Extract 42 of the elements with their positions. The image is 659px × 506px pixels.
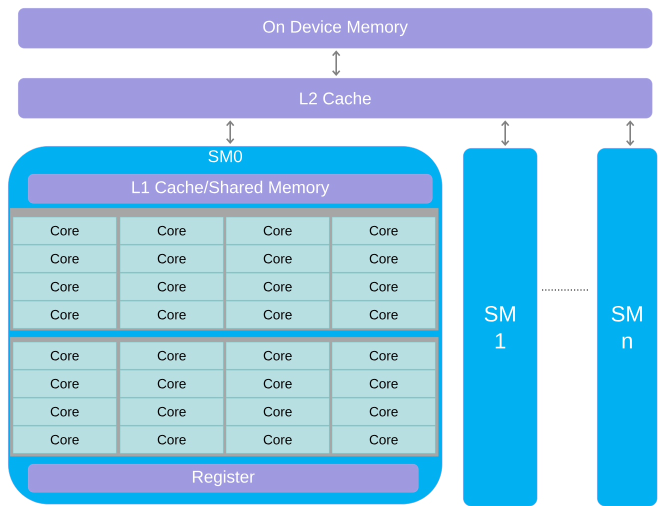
arrow bbox=[626, 120, 634, 146]
core-cell: Core bbox=[332, 342, 436, 370]
core-cell: Core bbox=[13, 398, 116, 426]
core-cell: Core bbox=[13, 273, 116, 300]
core-cell: Core bbox=[226, 342, 330, 370]
memory-bar: On Device Memory bbox=[18, 8, 652, 48]
core-cell: Core bbox=[120, 426, 224, 454]
core-cell: Core bbox=[120, 342, 224, 370]
core-cell: Core bbox=[13, 342, 116, 370]
sm-block: SM 1 bbox=[463, 148, 538, 506]
arrow bbox=[332, 50, 340, 76]
core-cell: Core bbox=[226, 245, 330, 272]
memory-bar: L1 Cache/Shared Memory bbox=[28, 174, 432, 204]
sm-block: SM n bbox=[597, 148, 658, 506]
core-cell: Core bbox=[120, 370, 224, 398]
core-cell: Core bbox=[332, 370, 436, 398]
core-cell: Core bbox=[226, 273, 330, 300]
arrow bbox=[226, 120, 234, 144]
core-cell: Core bbox=[13, 426, 116, 454]
core-cell: Core bbox=[226, 426, 330, 454]
memory-bar: L2 Cache bbox=[18, 78, 652, 118]
core-cell: Core bbox=[332, 301, 436, 328]
core-cell: Core bbox=[332, 398, 436, 426]
core-cell: Core bbox=[226, 217, 330, 244]
core-cell: Core bbox=[120, 301, 224, 328]
core-cell: Core bbox=[226, 370, 330, 398]
core-cell: Core bbox=[13, 301, 116, 328]
core-cell: Core bbox=[120, 398, 224, 426]
core-cell: Core bbox=[332, 217, 436, 244]
core-cell: Core bbox=[332, 273, 436, 300]
core-cell: Core bbox=[120, 245, 224, 272]
core-cell: Core bbox=[226, 301, 330, 328]
core-cell: Core bbox=[13, 217, 116, 244]
core-cell: Core bbox=[226, 398, 330, 426]
core-cell: Core bbox=[120, 273, 224, 300]
core-cell: Core bbox=[120, 217, 224, 244]
core-cell: Core bbox=[332, 245, 436, 272]
core-cell: Core bbox=[13, 245, 116, 272]
core-cell: Core bbox=[13, 370, 116, 398]
memory-bar: Register bbox=[28, 464, 418, 492]
core-cell: Core bbox=[332, 426, 436, 454]
arrow bbox=[501, 120, 510, 146]
